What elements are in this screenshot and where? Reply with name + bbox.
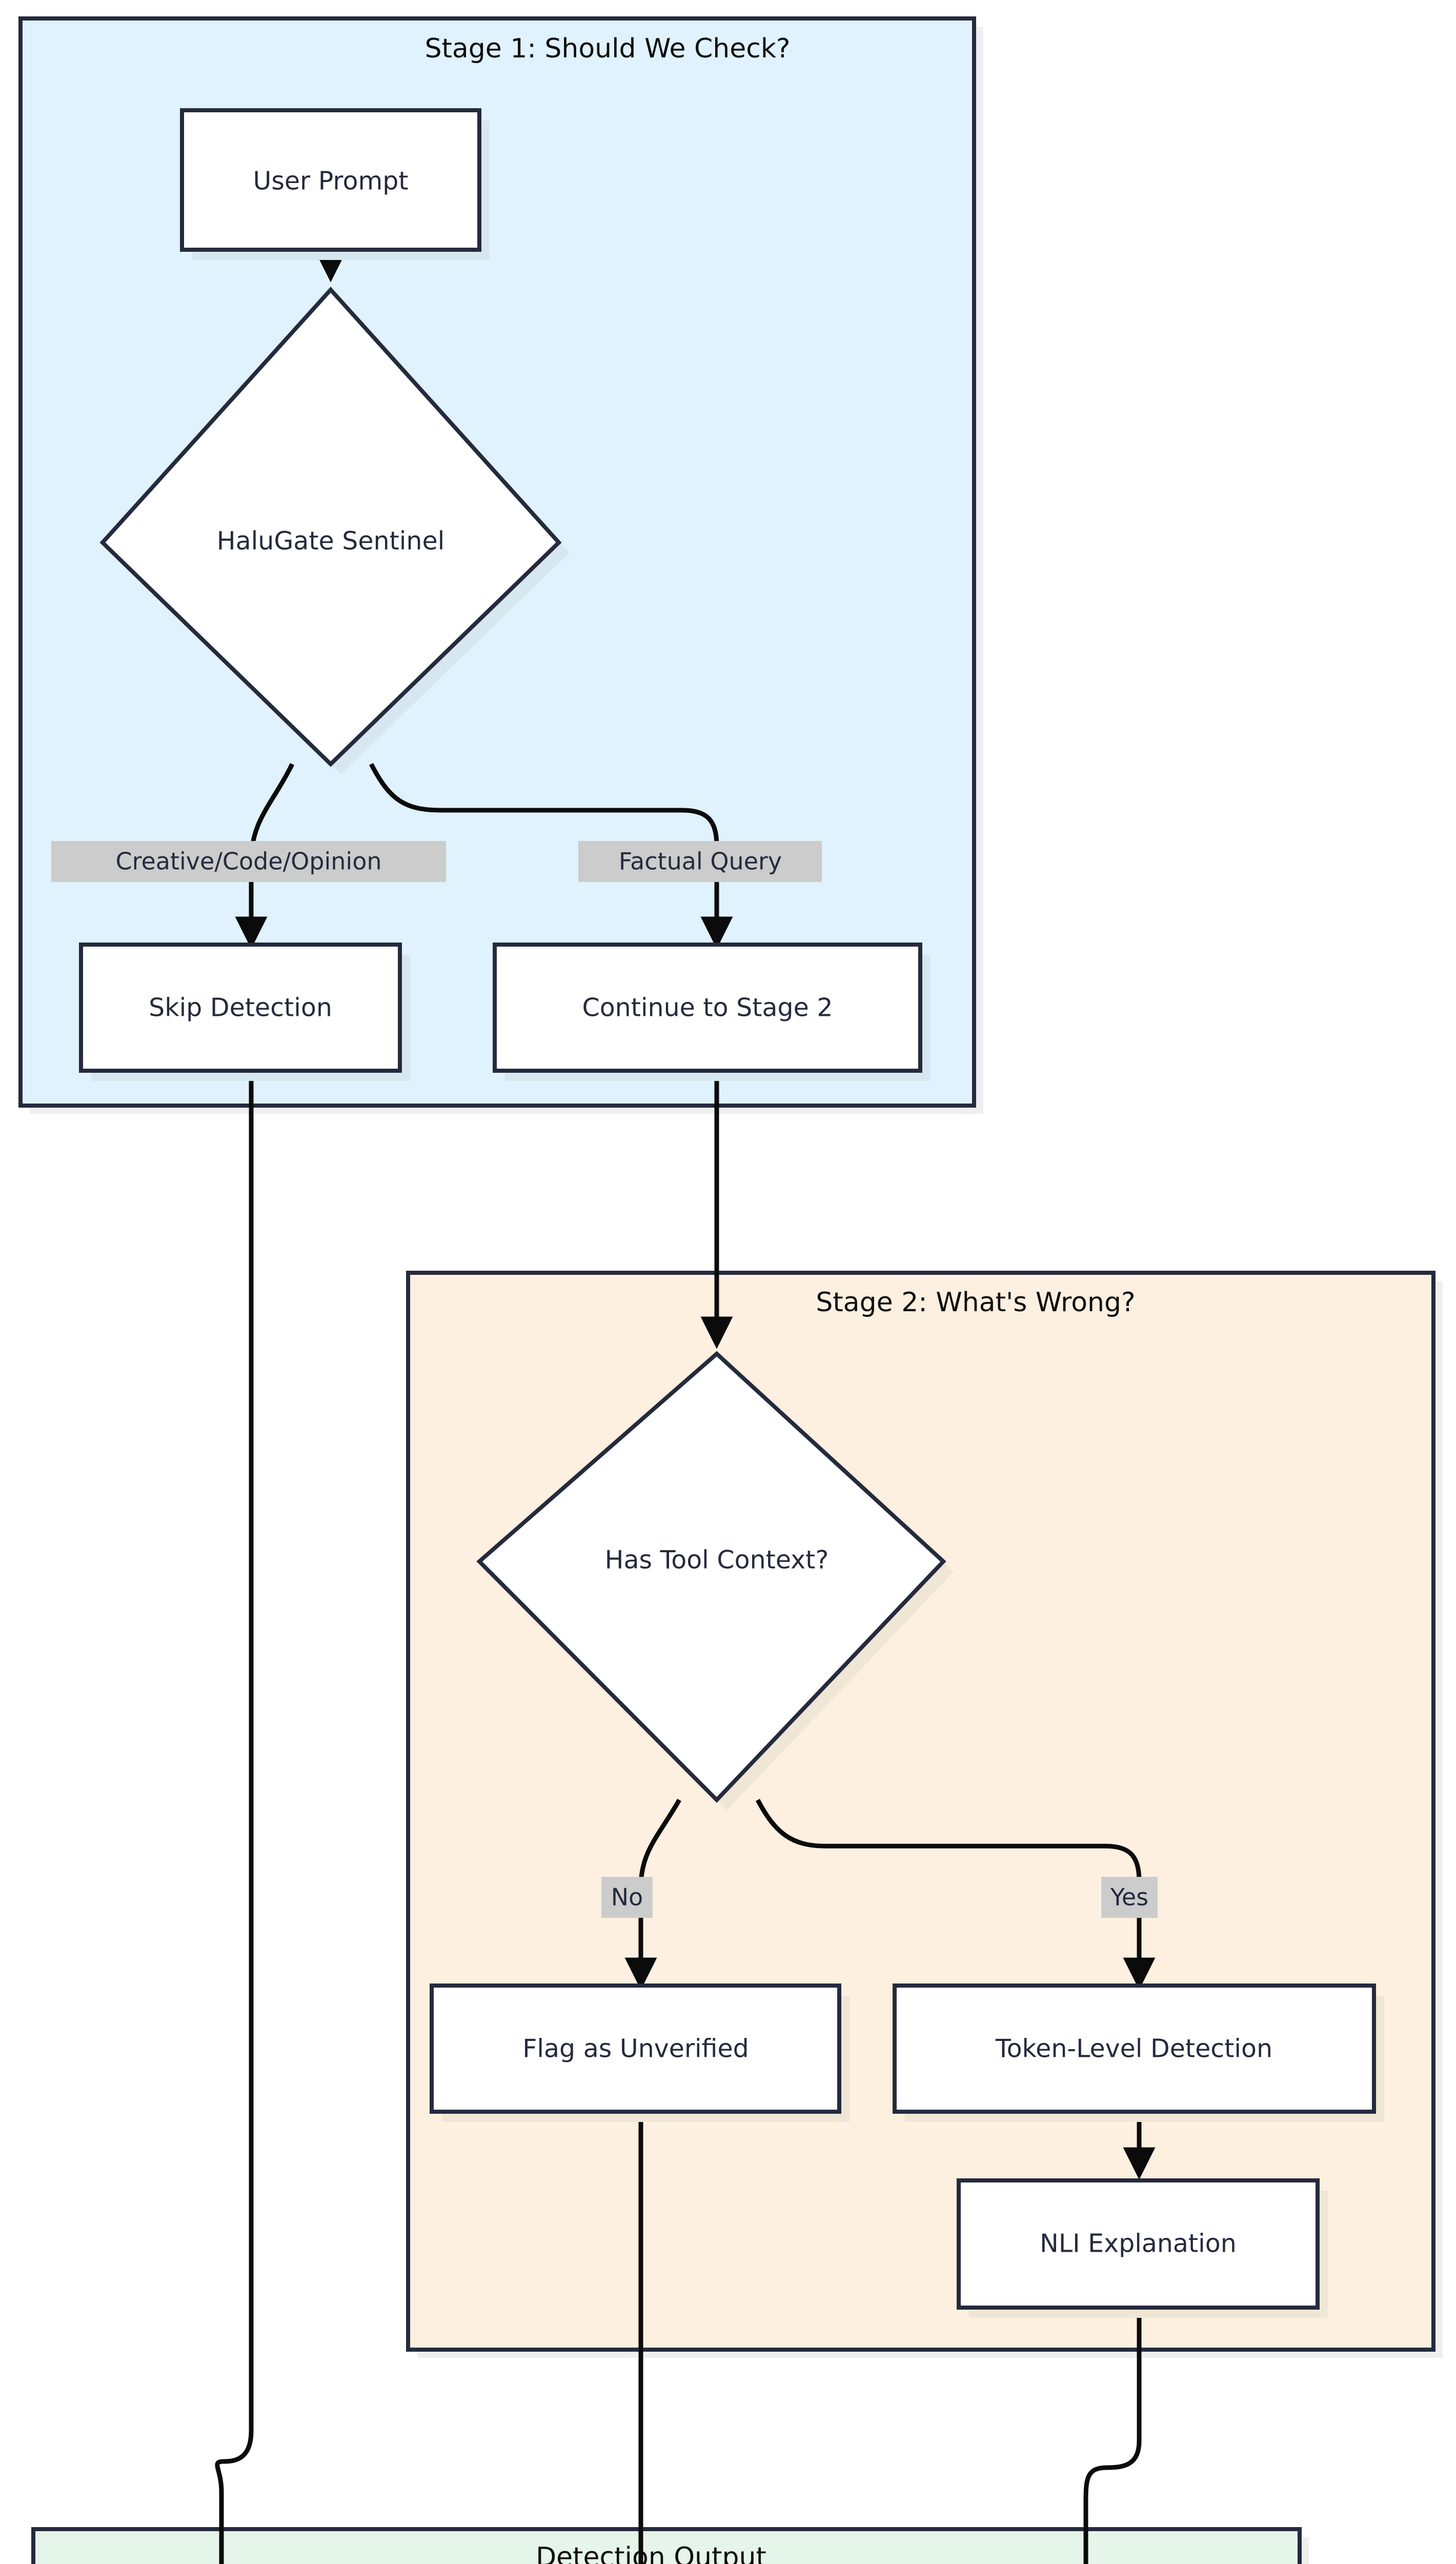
edge-label-yes: Yes — [1101, 1877, 1158, 1918]
node-has-tool-context-label: Has Tool Context? — [605, 1546, 829, 1575]
node-continue-to-stage-2-body[interactable] — [493, 943, 922, 1073]
edge-label-layer: Creative/Code/Opinion Factual Query No Y… — [51, 841, 1158, 1918]
edge-label-text-4: Yes — [1110, 1884, 1148, 1911]
edge-sentinel-to-continue — [369, 763, 733, 949]
node-continue-to-stage-2[interactable]: Continue to Stage 2 — [493, 943, 931, 1081]
node-nli-explanation-label: NLI Explanation — [1040, 2229, 1237, 2258]
node-flag-as-unverified-body[interactable] — [430, 1984, 841, 2114]
node-halugate-sentinel-body[interactable] — [99, 287, 562, 767]
edge-nli-to-report — [1083, 2302, 1142, 2564]
edge-label-factual-query: Factual Query — [578, 841, 822, 882]
node-halugate-sentinel-label: HaluGate Sentinel — [217, 527, 444, 556]
node-flag-as-unverified[interactable]: Flag as Unverified — [430, 1984, 850, 2122]
node-skip-detection[interactable]: Skip Detection — [79, 943, 410, 1081]
cluster-stage2-label: Stage 2: What's Wrong? — [816, 1287, 1135, 1318]
node-user-prompt[interactable]: User Prompt — [180, 108, 490, 260]
cluster-stage1-label: Stage 1: Should We Check? — [424, 33, 790, 64]
node-nli-explanation-body[interactable] — [957, 2178, 1320, 2310]
edge-tool-context-to-token — [756, 1798, 1156, 1990]
node-token-level-detection-body[interactable] — [893, 1984, 1376, 2114]
node-skip-detection-label: Skip Detection — [149, 993, 332, 1023]
node-halugate-sentinel[interactable]: HaluGate Sentinel — [99, 287, 569, 774]
edge-label-bg-2 — [578, 841, 822, 882]
node-continue-to-stage-2-label: Continue to Stage 2 — [582, 993, 833, 1023]
cluster-output-label: Detection Output — [536, 2542, 766, 2564]
cluster-stage2-body — [406, 1271, 1435, 2352]
node-nli-explanation[interactable]: NLI Explanation — [957, 2178, 1328, 2318]
node-has-tool-context[interactable]: Has Tool Context? — [476, 1351, 954, 1810]
cluster-output: Detection Output — [31, 2527, 1309, 2564]
node-flag-as-unverified-label: Flag as Unverified — [522, 2034, 749, 2064]
edge-label-bg-1 — [51, 841, 446, 882]
node-user-prompt-label: User Prompt — [253, 167, 408, 196]
edge-label-creative-code-opinion: Creative/Code/Opinion — [51, 841, 446, 882]
cluster-output-body — [31, 2527, 1302, 2564]
edge-label-text-2: Factual Query — [619, 848, 782, 875]
edge-label-bg-4 — [1101, 1877, 1158, 1918]
node-user-prompt-body[interactable] — [180, 108, 481, 252]
node-token-level-detection[interactable]: Token-Level Detection — [893, 1984, 1384, 2122]
edge-label-bg-3 — [601, 1877, 653, 1918]
edge-skip-to-pass — [215, 1069, 254, 2564]
edge-label-text-1: Creative/Code/Opinion — [115, 848, 381, 875]
edge-label-text-3: No — [611, 1884, 643, 1911]
node-has-tool-context-body[interactable] — [476, 1351, 946, 1803]
node-skip-detection-body[interactable] — [79, 943, 402, 1073]
node-token-level-detection-label: Token-Level Detection — [995, 2034, 1272, 2064]
edge-label-no: No — [601, 1877, 653, 1918]
